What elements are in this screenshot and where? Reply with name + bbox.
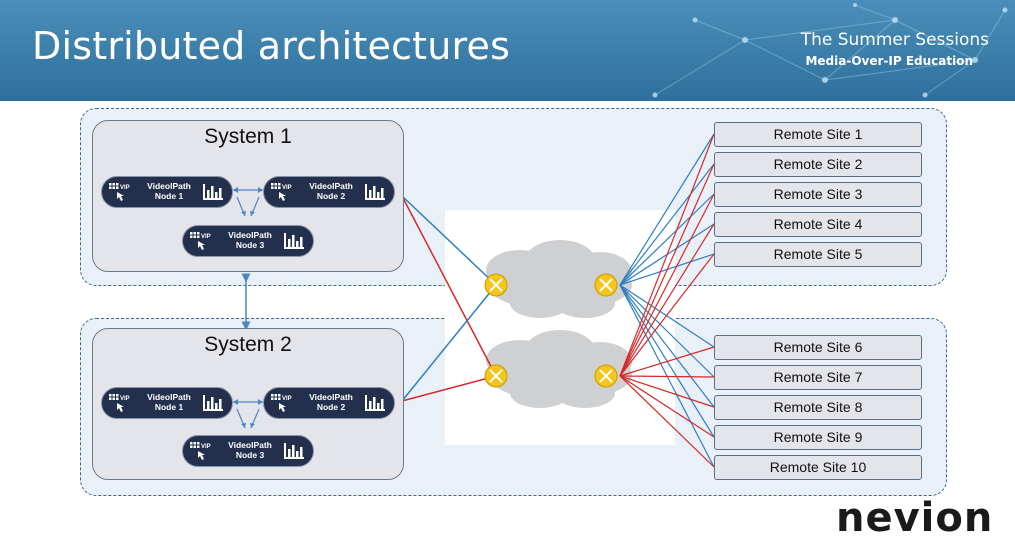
header-banner: Distributed architectures The Summer Ses… [0,0,1015,101]
page-title: Distributed architectures [32,24,511,68]
router-icon [484,273,508,297]
node-number: Node 2 [316,402,346,412]
pointer-hand-icon [117,403,124,412]
svg-text:VIP: VIP [201,234,211,240]
vip-grid-icon: VIP [190,232,211,250]
brand-subtitle: Media-Over-IP Education [805,54,973,68]
node-label: VideoIPath [228,440,272,450]
bar-meter-icon [284,443,304,459]
remote-site-4[interactable]: Remote Site 4 [714,212,922,237]
node-number: Node 3 [235,450,265,460]
router-icon [484,364,508,388]
node-number: Node 1 [154,191,184,201]
bar-meter-icon [365,184,385,200]
remote-site-7[interactable]: Remote Site 7 [714,365,922,390]
node-number: Node 1 [154,402,184,412]
bar-meter-icon [203,184,223,200]
remote-site-5[interactable]: Remote Site 5 [714,242,922,267]
system-title: System 1 [204,125,292,148]
node-number: Node 3 [235,240,265,250]
remote-site-3[interactable]: Remote Site 3 [714,182,922,207]
pointer-hand-icon [198,451,205,460]
vip-grid-icon: VIP [271,394,292,412]
svg-text:VIP: VIP [282,185,292,191]
node-label: VideoIPath [228,230,272,240]
cloud-icon [486,240,632,318]
vip-grid-icon: VIP [271,183,292,201]
pointer-hand-icon [279,403,286,412]
router-icon [594,364,618,388]
pointer-hand-icon [198,241,205,250]
bar-meter-icon [203,395,223,411]
remote-site-9[interactable]: Remote Site 9 [714,425,922,450]
node-label: VideoIPath [309,392,353,402]
cloud-icon [486,330,632,408]
node-label: VideoIPath [147,181,191,191]
system-title: System 2 [204,333,292,356]
svg-text:VIP: VIP [201,444,211,450]
bar-meter-icon [284,233,304,249]
remote-site-8[interactable]: Remote Site 8 [714,395,922,420]
vip-grid-icon: VIP [109,394,130,412]
vip-grid-icon: VIP [109,183,130,201]
bar-meter-icon [365,395,385,411]
node-label: VideoIPath [147,392,191,402]
remote-site-10[interactable]: Remote Site 10 [714,455,922,480]
svg-text:VIP: VIP [120,396,130,402]
remote-site-1[interactable]: Remote Site 1 [714,122,922,147]
nevion-logo: nevion [836,495,994,541]
remote-site-2[interactable]: Remote Site 2 [714,152,922,177]
vip-grid-icon: VIP [190,442,211,460]
remote-site-6[interactable]: Remote Site 6 [714,335,922,360]
svg-text:VIP: VIP [282,396,292,402]
pointer-hand-icon [279,192,286,201]
node-label: VideoIPath [309,181,353,191]
pointer-hand-icon [117,192,124,201]
node-number: Node 2 [316,191,346,201]
brand-title: The Summer Sessions [800,30,989,50]
svg-text:VIP: VIP [120,185,130,191]
router-icon [594,273,618,297]
network-mesh-icon [652,3,1008,98]
